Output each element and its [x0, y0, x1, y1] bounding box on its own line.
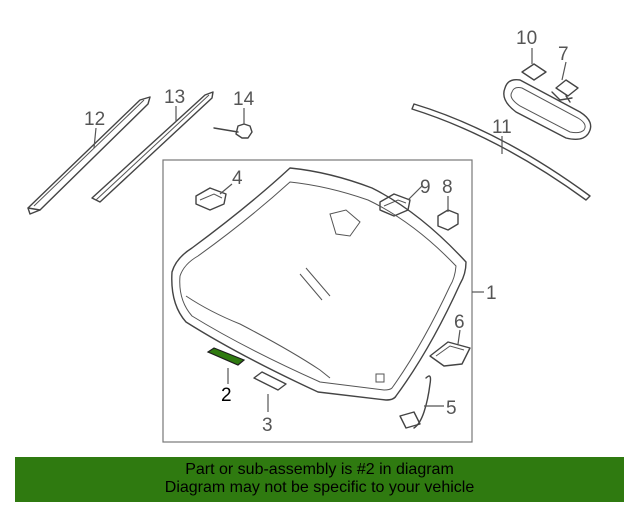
info-banner: Part or sub-assembly is #2 in diagram Di…	[15, 457, 624, 502]
parts-diagram: 1 2 3 4 5 6 7 8 9 10 11 12 13 14	[27, 28, 592, 443]
leader-lines	[93, 48, 567, 412]
callout-7: 7	[558, 44, 569, 65]
part-4-bracket	[195, 187, 227, 211]
callout-11: 11	[492, 117, 512, 138]
part-6-bracket	[429, 341, 471, 367]
part-5-harness	[399, 375, 432, 429]
rearview-mirror	[503, 78, 592, 141]
part-11-upper-molding	[411, 103, 591, 201]
callout-12: 12	[84, 109, 105, 130]
part-14-clip	[213, 123, 253, 139]
part-10-mirror-cover	[521, 63, 547, 81]
callout-6: 6	[454, 312, 465, 333]
callout-10: 10	[516, 28, 537, 49]
banner-line-2: Diagram may not be specific to your vehi…	[164, 479, 475, 496]
part-9-bracket	[379, 193, 411, 217]
callout-1: 1	[486, 283, 497, 304]
part-2-highlighted	[206, 347, 246, 366]
callout-4: 4	[232, 168, 243, 189]
part-8-cover	[437, 209, 459, 231]
callout-2: 2	[221, 385, 232, 406]
callout-13: 13	[164, 87, 185, 108]
callout-5: 5	[446, 398, 457, 419]
callout-8: 8	[442, 177, 453, 198]
assembly-frame	[162, 159, 473, 443]
callout-9: 9	[420, 177, 431, 198]
callout-3: 3	[262, 415, 273, 436]
part-1-windshield	[171, 167, 467, 401]
callout-14: 14	[233, 89, 255, 110]
part-13-molding	[91, 91, 214, 203]
part-3-pad	[253, 371, 287, 391]
banner-line-1: Part or sub-assembly is #2 in diagram	[185, 461, 454, 478]
part-12-pillar-trim	[27, 96, 151, 215]
